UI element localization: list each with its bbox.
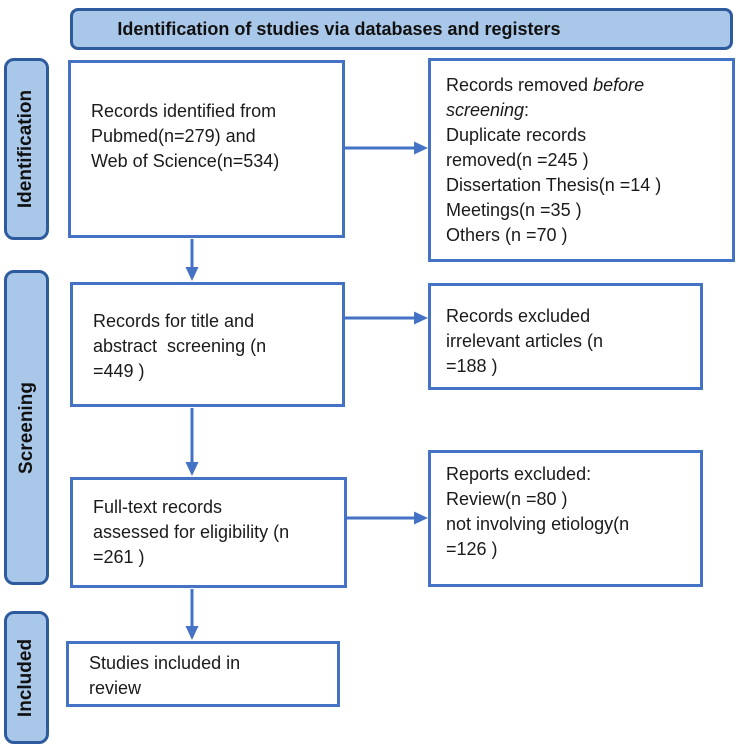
arrow-screening-to-excluded-head bbox=[414, 311, 428, 325]
arrow-fulltext-to-included-head bbox=[185, 626, 199, 640]
box-records-removed-italic1: before bbox=[593, 75, 645, 95]
box-studies-included: Studies included in review bbox=[66, 641, 340, 707]
box-records-identified: Records identified from Pubmed(n=279) an… bbox=[68, 60, 345, 238]
stage-label-identification-text: Identification bbox=[15, 89, 37, 209]
box-records-removed-details: Duplicate records removed(n =245 ) Disse… bbox=[446, 125, 662, 245]
diagram-header: Identification of studies via databases … bbox=[70, 8, 733, 50]
box-records-removed-prefix: Records removed bbox=[446, 75, 594, 95]
arrow-fulltext-to-reports-excluded-head bbox=[414, 511, 428, 525]
stage-label-included-text: Included bbox=[15, 638, 37, 717]
arrow-screening-to-fulltext-head bbox=[185, 462, 199, 476]
box-title-abstract-screening-text: Records for title and abstract screening… bbox=[93, 311, 267, 381]
box-records-excluded-text: Records excluded irrelevant articles (n … bbox=[446, 306, 604, 376]
arrow-identified-to-screening-head bbox=[185, 267, 199, 281]
box-records-excluded: Records excluded irrelevant articles (n … bbox=[428, 283, 703, 390]
diagram-header-label: Identification of studies via databases … bbox=[117, 18, 561, 39]
box-studies-included-text: Studies included in review bbox=[89, 653, 241, 698]
box-records-removed: Records removed before screening: Duplic… bbox=[428, 58, 735, 262]
box-records-identified-text: Records identified from Pubmed(n=279) an… bbox=[91, 101, 280, 171]
stage-label-screening: Screening bbox=[4, 270, 49, 585]
box-records-removed-line2: screening: bbox=[446, 98, 726, 123]
box-fulltext-assessed-text: Full-text records assessed for eligibili… bbox=[93, 497, 290, 567]
box-reports-excluded-text: Reports excluded: Review(n =80 ) not inv… bbox=[446, 464, 630, 559]
box-records-removed-colon: : bbox=[524, 100, 530, 120]
stage-label-identification: Identification bbox=[4, 58, 49, 240]
stage-label-included: Included bbox=[4, 611, 49, 744]
box-records-removed-italic2: screening bbox=[446, 100, 525, 120]
box-reports-excluded: Reports excluded: Review(n =80 ) not inv… bbox=[428, 450, 703, 587]
box-title-abstract-screening: Records for title and abstract screening… bbox=[70, 282, 345, 407]
stage-label-screening-text: Screening bbox=[15, 381, 37, 474]
box-records-removed-line1: Records removed before bbox=[446, 73, 726, 98]
box-fulltext-assessed: Full-text records assessed for eligibili… bbox=[70, 477, 347, 588]
arrow-identified-to-removed-head bbox=[414, 141, 428, 155]
